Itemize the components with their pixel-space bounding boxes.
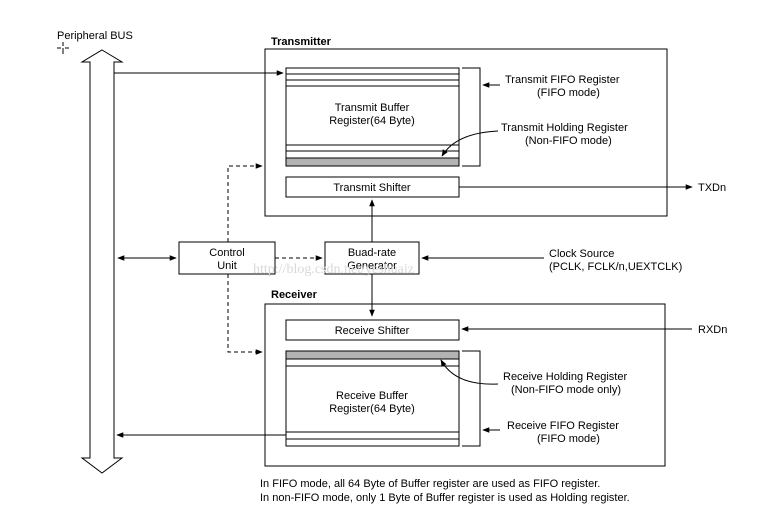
transmitter-block bbox=[264, 48, 668, 217]
peripheral-bus-label: Peripheral BUS bbox=[57, 30, 133, 42]
receive-holding-arrow bbox=[440, 359, 499, 385]
receive-fifo-bracket bbox=[462, 350, 481, 447]
receive-holding-slot bbox=[285, 350, 460, 360]
receive-shifter-label: Receive Shifter bbox=[335, 325, 410, 337]
receive-holding-label-2: (Non-FIFO mode only) bbox=[511, 384, 621, 396]
transmit-buffer-label-2: Register(64 Byte) bbox=[329, 115, 415, 127]
transmit-fifo-label-2: (FIFO mode) bbox=[537, 87, 600, 99]
transmit-buffer-label-1: Transmit Buffer bbox=[335, 102, 410, 114]
note-fifo-mode: In FIFO mode, all 64 Byte of Buffer regi… bbox=[260, 478, 601, 490]
transmit-holding-arrow bbox=[441, 130, 499, 157]
receive-shifter bbox=[285, 319, 460, 341]
crosshair-icon bbox=[57, 42, 69, 54]
transmit-holding-label-2: (Non-FIFO mode) bbox=[525, 135, 612, 147]
peripheral-bus bbox=[80, 49, 124, 474]
transmit-buffer-register bbox=[285, 67, 460, 167]
receiver-title: Receiver bbox=[271, 289, 318, 301]
transmit-holding-slot bbox=[285, 157, 460, 167]
receive-buffer-label-2: Register(64 Byte) bbox=[329, 403, 415, 415]
clock-label-1: Clock Source bbox=[549, 248, 614, 260]
receive-holding-label-1: Receive Holding Register bbox=[503, 371, 627, 383]
receive-fifo-label-2: (FIFO mode) bbox=[537, 433, 600, 445]
control-unit bbox=[178, 241, 276, 275]
control-to-transmitter-dashed bbox=[227, 163, 263, 242]
baud-label-1: Buad-rate bbox=[348, 247, 396, 259]
receiver-block bbox=[264, 303, 666, 467]
transmit-shifter-label: Transmit Shifter bbox=[333, 182, 411, 194]
transmitter-title: Transmitter bbox=[271, 36, 332, 48]
receive-buffer-label-1: Receive Buffer bbox=[336, 390, 408, 402]
txd-label: TXDn bbox=[698, 182, 726, 194]
note-non-fifo-mode: In non-FIFO mode, only 1 Byte of Buffer … bbox=[260, 492, 630, 504]
watermark: http://blog.csdn.net/yeshuaiz bbox=[253, 262, 414, 277]
baud-label-2: Generator bbox=[347, 260, 397, 272]
clock-label-2: (PCLK, FCLK/n,UEXTCLK) bbox=[549, 261, 682, 273]
control-to-receiver-dashed bbox=[227, 274, 263, 355]
receive-fifo-label-1: Receive FIFO Register bbox=[507, 420, 619, 432]
control-unit-label-2: Unit bbox=[217, 260, 237, 272]
rxd-label: RXDn bbox=[698, 324, 727, 336]
transmit-fifo-bracket bbox=[462, 67, 481, 167]
transmit-fifo-label-1: Transmit FIFO Register bbox=[505, 74, 620, 86]
receive-buffer-register bbox=[285, 350, 460, 447]
control-unit-label-1: Control bbox=[209, 247, 244, 259]
transmit-holding-label-1: Transmit Holding Register bbox=[501, 122, 628, 134]
